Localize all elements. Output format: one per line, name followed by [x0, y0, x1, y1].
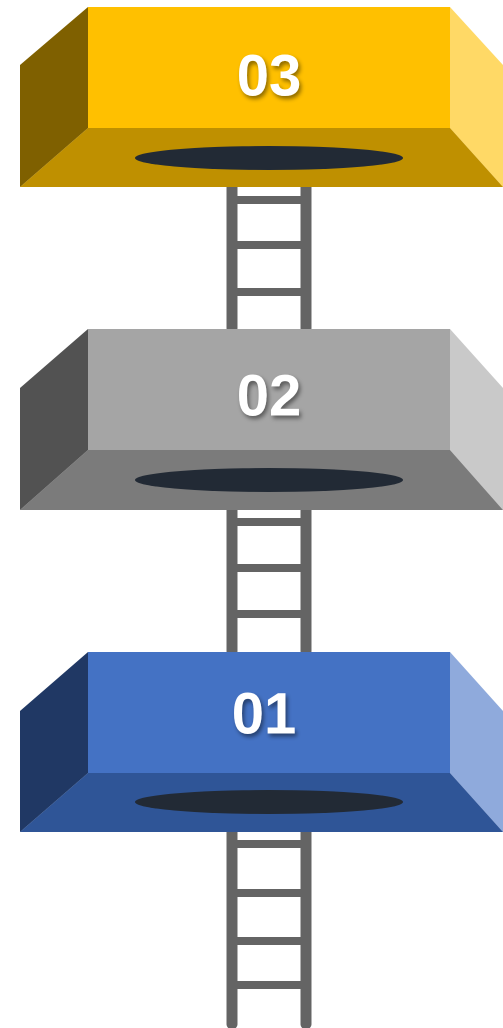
platform-level-03: 03: [20, 7, 503, 187]
ladder-hole: [135, 146, 403, 170]
ladder-bottom: [232, 804, 306, 1024]
ladder-hole: [135, 468, 403, 492]
platform-level-02: 02: [20, 329, 503, 510]
platform-level-01: 01: [20, 652, 503, 832]
level-number: 01: [232, 681, 297, 746]
level-number: 03: [237, 43, 302, 108]
level-number: 02: [237, 363, 302, 428]
ladder-hole: [135, 790, 403, 814]
